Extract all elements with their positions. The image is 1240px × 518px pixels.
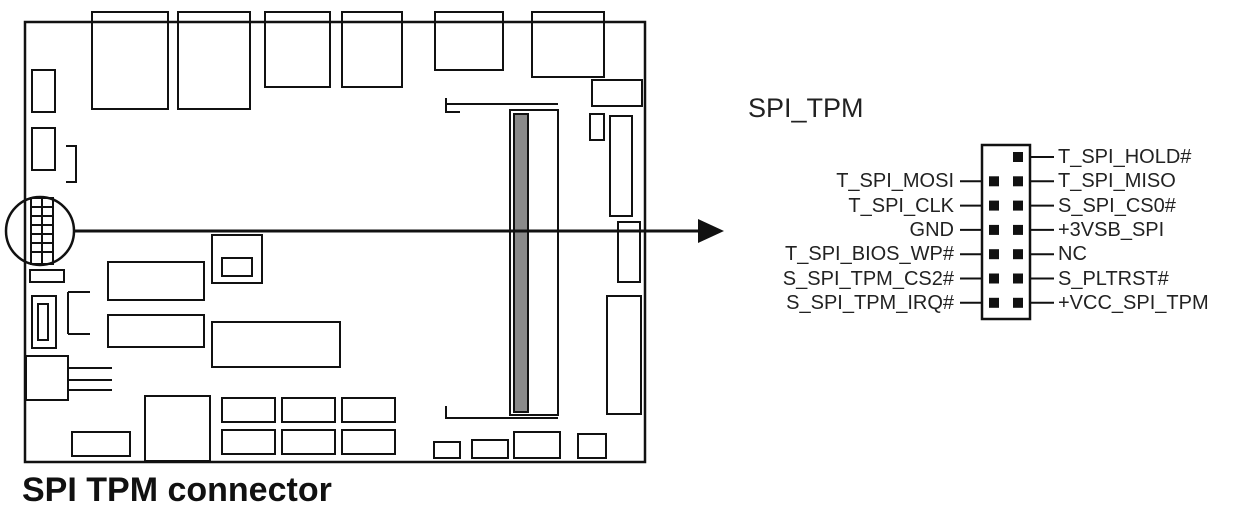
cap-3 xyxy=(341,397,396,423)
motherboard xyxy=(4,11,647,464)
bios-chip-inner xyxy=(221,257,253,277)
pin-label-left: S_SPI_TPM_IRQ# xyxy=(786,291,954,314)
right-slot-3 xyxy=(606,295,642,415)
left-header-1 xyxy=(31,69,56,113)
pin-header-center xyxy=(211,321,341,368)
dimm-top-latch xyxy=(445,98,558,113)
cap-4 xyxy=(221,429,276,455)
sata-connector xyxy=(31,295,57,349)
pin-label-right: T_SPI_HOLD# xyxy=(1058,146,1192,168)
bottom-header-left xyxy=(71,431,131,457)
pin-leads xyxy=(960,156,1054,304)
pin-left-5 xyxy=(989,249,999,260)
left-bracket-2 xyxy=(67,291,90,335)
pin-left-3 xyxy=(989,200,999,211)
bios-chip xyxy=(211,234,263,284)
pin-label-right: T_SPI_MISO xyxy=(1058,170,1176,193)
left-header-2 xyxy=(31,127,56,171)
bottom-small-4 xyxy=(577,433,607,459)
right-small xyxy=(589,113,605,141)
wires-left xyxy=(68,367,112,391)
m2-slot-2 xyxy=(107,314,205,348)
bottom-small-3 xyxy=(513,431,561,459)
audio-chip xyxy=(144,395,211,462)
rear-io-port-2 xyxy=(177,11,251,110)
cap-2 xyxy=(281,397,336,423)
pointer-arrow xyxy=(74,219,724,243)
small-jumper xyxy=(29,269,65,283)
connector-caption: SPI TPM connector xyxy=(22,471,332,509)
right-header-top xyxy=(591,79,643,107)
bottom-small-1 xyxy=(433,441,461,459)
dimm-slot xyxy=(509,109,559,416)
pin-label-left: GND xyxy=(909,218,954,241)
pin-left-2 xyxy=(989,176,999,187)
cap-5 xyxy=(281,429,336,455)
left-bracket xyxy=(66,145,77,183)
cap-6 xyxy=(341,429,396,455)
right-slot-2 xyxy=(617,221,641,283)
pin-label-left: T_SPI_CLK xyxy=(848,194,954,217)
pin-left-7 xyxy=(989,297,999,308)
pin-right-6 xyxy=(1013,273,1023,284)
board-outline xyxy=(23,20,647,464)
rear-io-port-4 xyxy=(341,11,403,88)
pin-right-4 xyxy=(1013,224,1023,235)
rear-io-port-1 xyxy=(91,11,169,110)
power-header-left xyxy=(25,355,69,401)
pin-right-5 xyxy=(1013,249,1023,260)
dimm-slot-core xyxy=(513,113,529,413)
bottom-small-2 xyxy=(471,439,509,459)
pin-right-7 xyxy=(1013,297,1023,308)
pin-label-left: S_SPI_TPM_CS2# xyxy=(782,267,954,290)
m2-slot-1 xyxy=(107,261,205,301)
pin-label-right: S_PLTRST# xyxy=(1058,267,1169,290)
pin-label-right: +VCC_SPI_TPM xyxy=(1058,291,1209,314)
pin-header xyxy=(960,143,1054,321)
cap-1 xyxy=(221,397,276,423)
arrow-head xyxy=(698,219,724,243)
pin-squares xyxy=(989,152,1023,308)
rear-io-port-5 xyxy=(434,11,504,71)
pin-left-4 xyxy=(989,224,999,235)
pin-right-2 xyxy=(1013,176,1023,187)
pin-label-right: NC xyxy=(1058,243,1087,266)
dimm-bottom-latch xyxy=(445,406,558,419)
pin-label-right: +3VSB_SPI xyxy=(1058,218,1165,241)
pin-label-left: T_SPI_BIOS_WP# xyxy=(785,243,954,266)
rear-io-port-6 xyxy=(531,11,605,78)
pin-label-left: T_SPI_MOSI xyxy=(836,170,954,193)
rear-io-port-3 xyxy=(264,11,331,88)
pin-label-right: S_SPI_CS0# xyxy=(1058,194,1176,217)
right-slot-1 xyxy=(609,115,633,217)
pin-left-6 xyxy=(989,273,999,284)
pin-right-3 xyxy=(1013,200,1023,211)
header-title: SPI_TPM xyxy=(748,93,864,123)
pin-right-1 xyxy=(1013,152,1023,162)
